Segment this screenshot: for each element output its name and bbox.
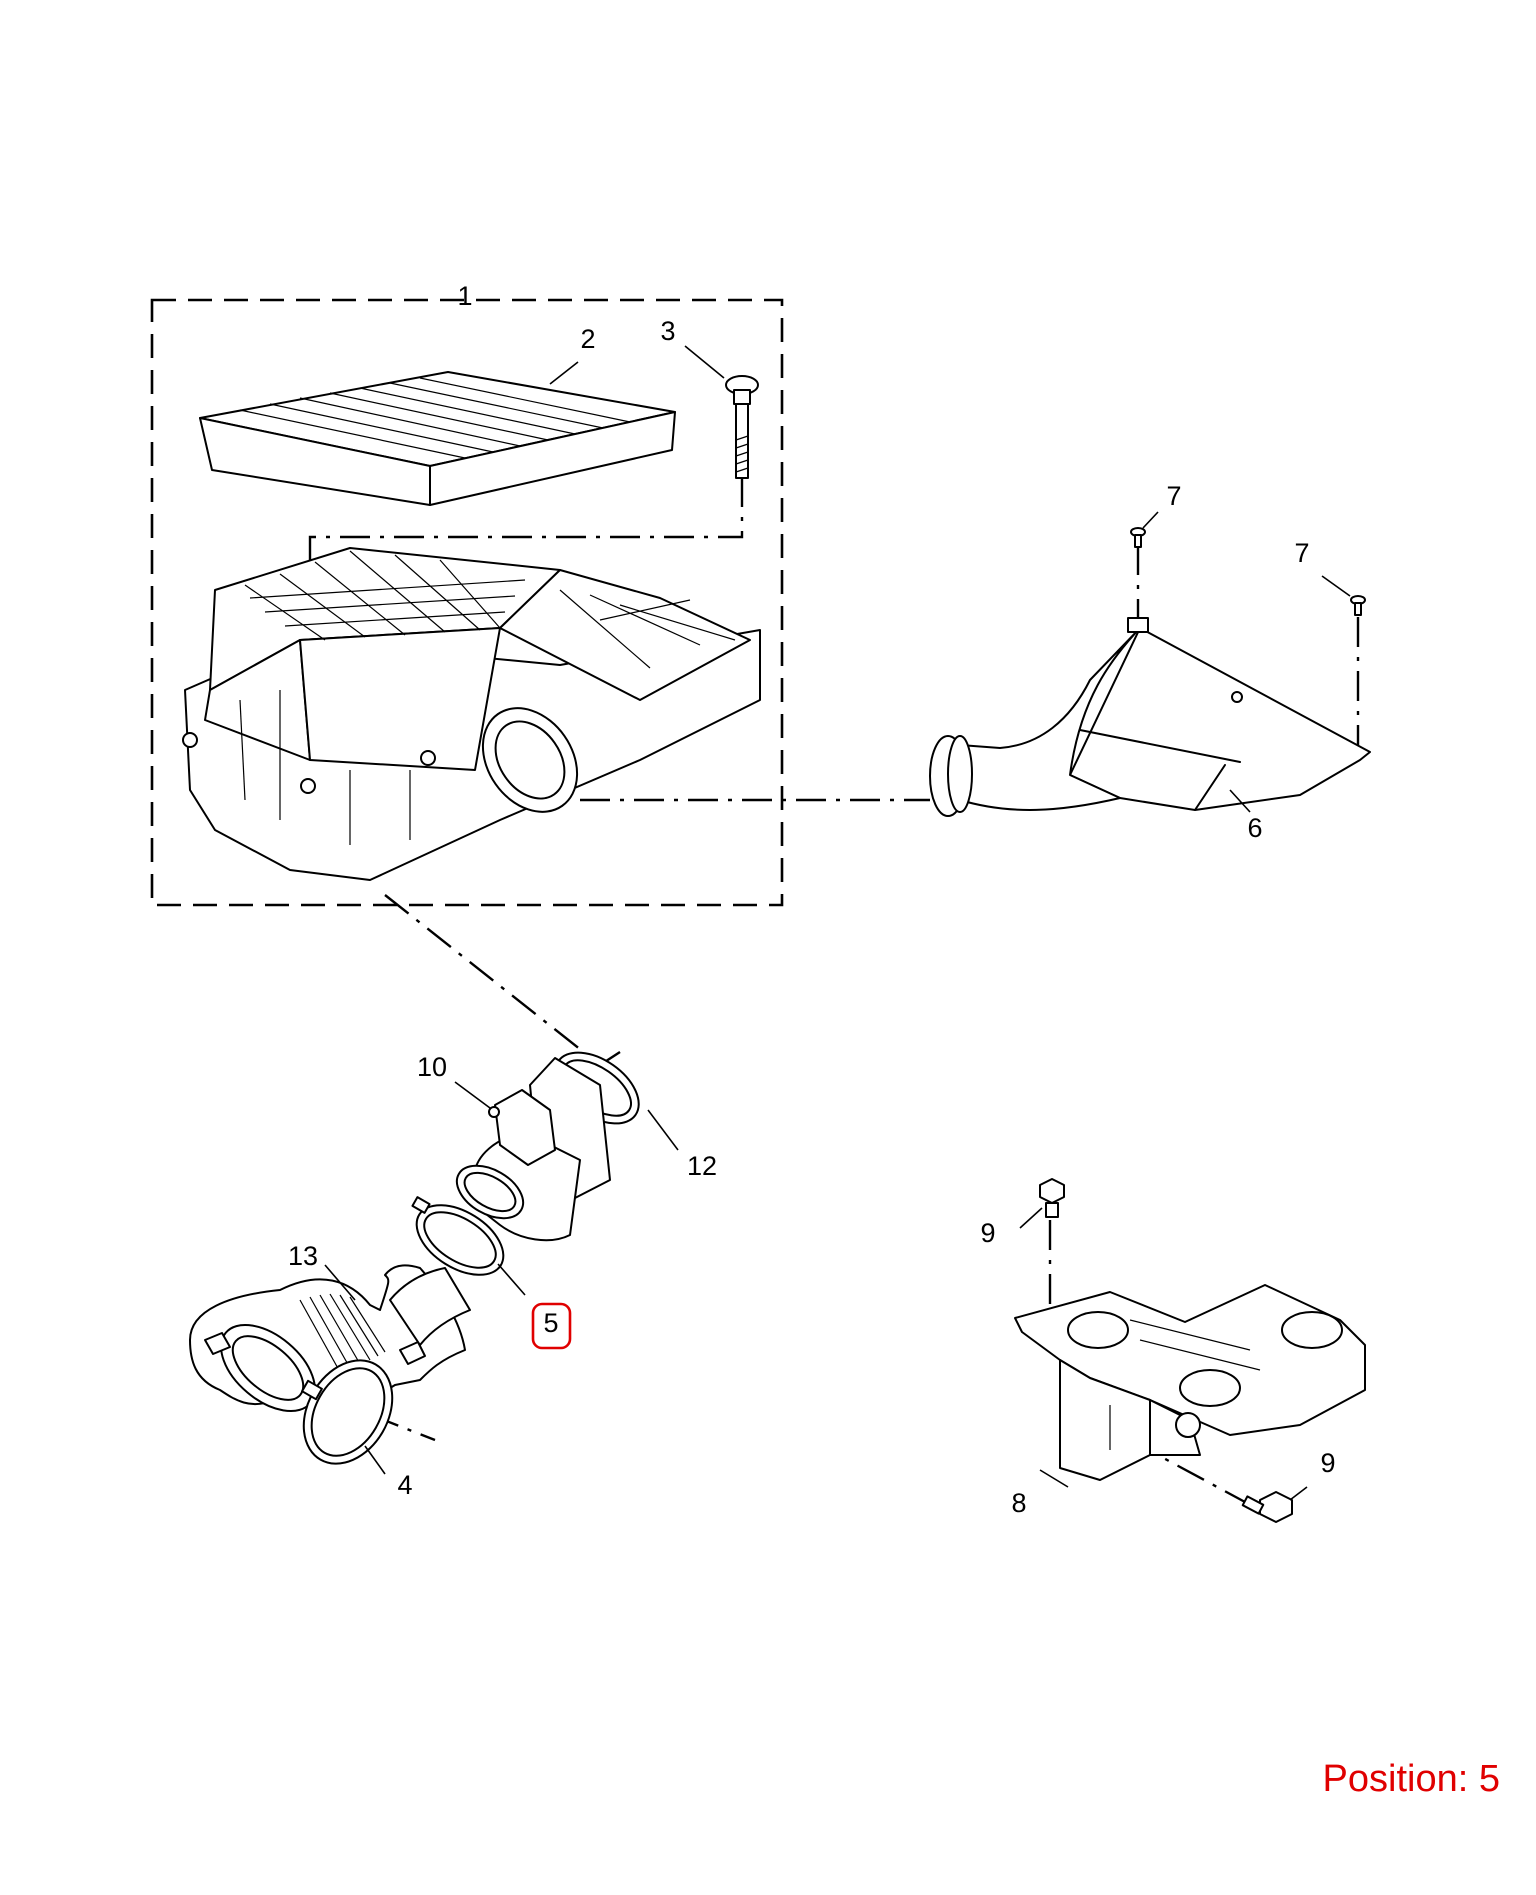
- air-intake-duct[interactable]: [929, 617, 1371, 817]
- assembly-box: [150, 298, 784, 907]
- bolt-9-top[interactable]: [1039, 1178, 1065, 1218]
- callout-3: 3: [660, 316, 675, 346]
- callout-13: 13: [288, 1241, 318, 1271]
- mounting-bracket[interactable]: [1014, 1284, 1366, 1481]
- callout-8: 8: [1011, 1488, 1026, 1518]
- box-bolt[interactable]: [725, 375, 759, 479]
- callout-7a: 7: [1166, 481, 1181, 511]
- callout-9b: 9: [1320, 1448, 1335, 1478]
- callout-9a: 9: [980, 1218, 995, 1248]
- callout-2: 2: [580, 324, 595, 354]
- callout-10: 10: [417, 1052, 447, 1082]
- air-cleaner-housing[interactable]: [182, 547, 761, 881]
- callout-4: 4: [397, 1470, 412, 1500]
- screw-7-a[interactable]: [1130, 527, 1146, 548]
- callout-labels: 1 2 3 7 7 6 10 12 13 5 4 9 9 8: [288, 281, 1336, 1518]
- screw-7-b[interactable]: [1350, 595, 1366, 616]
- callout-7b: 7: [1294, 538, 1309, 568]
- position-indicator: Position: 5: [1322, 1758, 1500, 1800]
- leader-lines: [324, 345, 1351, 1501]
- callout-6: 6: [1247, 813, 1262, 843]
- hose-clamp-4[interactable]: [286, 1344, 410, 1479]
- mass-air-flow-sensor[interactable]: [448, 1057, 611, 1242]
- clamp-5[interactable]: [404, 1191, 515, 1289]
- callout-1: 1: [457, 281, 472, 311]
- callout-12: 12: [687, 1151, 717, 1181]
- air-intake-hose[interactable]: [189, 1264, 471, 1427]
- callout-5: 5: [543, 1308, 558, 1338]
- selected-callout-highlight: [531, 1302, 572, 1350]
- bolt-9-bottom[interactable]: [1241, 1491, 1293, 1523]
- air-filter-element[interactable]: [199, 371, 676, 506]
